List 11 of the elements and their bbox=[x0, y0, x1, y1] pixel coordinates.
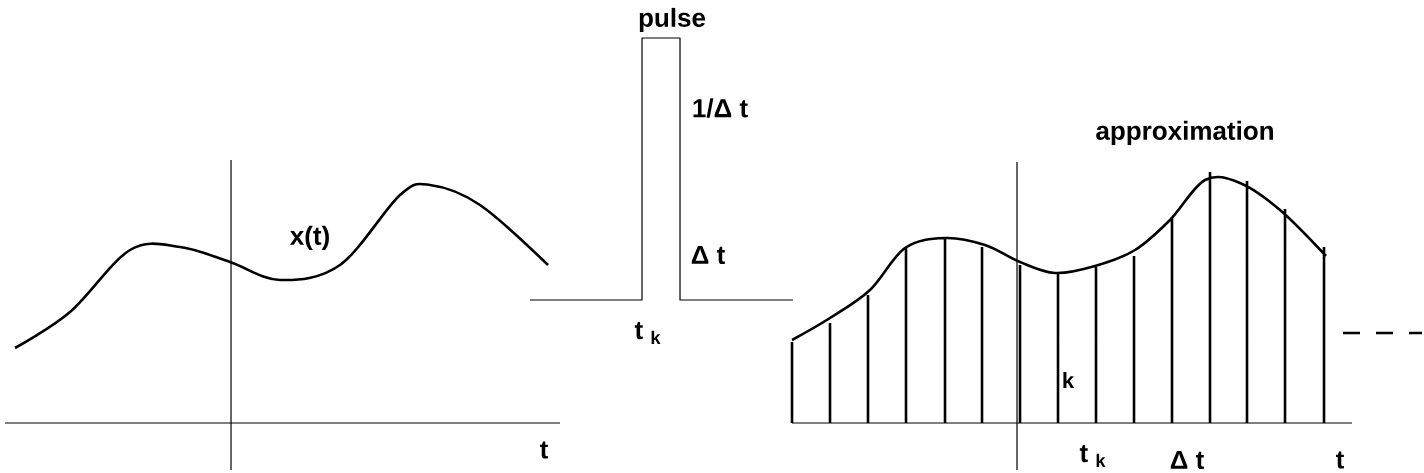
axis-label: t $_{k}$ bbox=[634, 322, 661, 344]
axis-label: Δ t bbox=[691, 245, 725, 265]
axis-label: t bbox=[1336, 451, 1344, 469]
chart-title: pulse bbox=[639, 7, 706, 33]
axis-label: k bbox=[1063, 372, 1075, 388]
curve-label: x(t) bbox=[290, 225, 329, 251]
axis-label: t bbox=[540, 441, 548, 459]
axis-label: 1/Δ t bbox=[693, 98, 748, 118]
axis-label: Δ t bbox=[1170, 450, 1204, 470]
chart-title: approximation bbox=[1096, 120, 1273, 146]
axis-label: t $_{k}$ bbox=[1079, 445, 1106, 467]
